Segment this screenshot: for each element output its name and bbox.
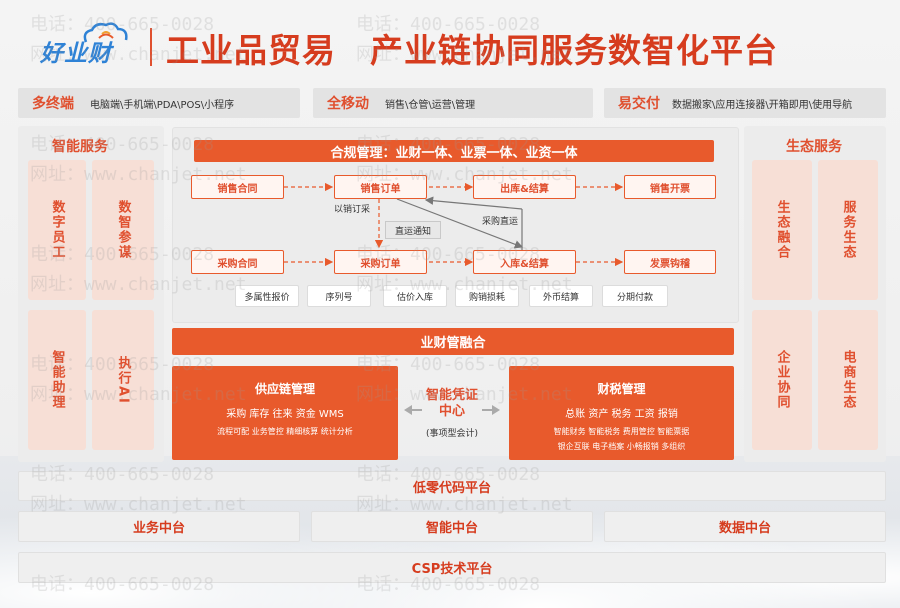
- page-title: 工业品贸易 产业链协同服务数智化平台: [166, 31, 778, 70]
- node-inbound-settlement: 入库&结算: [473, 250, 576, 274]
- top-box-desc: 数据搬家\应用连接器\开箱即用\使用导航: [672, 99, 853, 111]
- feature-tag: 多属性报价: [235, 285, 299, 307]
- node-purchase-order: 采购订单: [334, 250, 427, 274]
- logo-divider: [150, 28, 152, 66]
- right-box-label: 企业协同: [774, 350, 790, 410]
- right-box-eco-fusion: 生态融合: [752, 160, 812, 300]
- right-panel-title: 生态服务: [786, 139, 842, 155]
- left-box-label: 数字员工: [49, 200, 65, 260]
- top-box-title: 全移动: [327, 96, 369, 112]
- left-panel-title: 智能服务: [52, 139, 108, 155]
- feature-tag: 购销损耗: [455, 285, 519, 307]
- intelligent-middle-platform: 智能中台: [311, 511, 593, 542]
- feature-tag: 序列号: [307, 285, 371, 307]
- right-box-ecommerce-eco: 电商生态: [818, 310, 878, 450]
- logo: 好业财: [40, 41, 112, 67]
- top-box-title: 易交付: [618, 96, 660, 112]
- low-code-platform: 低零代码平台: [18, 471, 886, 501]
- supply-chain-box: 供应链管理 采购 库存 往来 资金 WMS 流程可配 业务管控 精细核算 统计分…: [172, 366, 398, 460]
- left-box-label: 数智参谋: [115, 200, 131, 260]
- feature-tag: 外币结算: [529, 285, 593, 307]
- right-box-label: 生态融合: [774, 200, 790, 260]
- supply-chain-title: 供应链管理: [254, 382, 315, 396]
- node-sales-invoice: 销售开票: [624, 175, 716, 199]
- data-middle-platform: 数据中台: [604, 511, 886, 542]
- feature-tag: 分期付款: [602, 285, 668, 307]
- supply-chain-line2: 流程可配 业务管控 精细核算 统计分析: [217, 427, 353, 436]
- top-box-delivery: 易交付 数据搬家\应用连接器\开箱即用\使用导航: [604, 88, 886, 118]
- top-box-multi-terminal: 多终端 电脑端\手机端\PDA\POS\小程序: [18, 88, 300, 118]
- left-box-label: 执行AI: [115, 355, 131, 405]
- left-box-smart-assistant: 智能助理: [28, 310, 86, 450]
- left-box-smart-advisor: 数智参谋: [92, 160, 154, 300]
- csp-tech-platform: CSP技术平台: [18, 552, 886, 583]
- feature-tag: 估价入库: [383, 285, 447, 307]
- label-direct-purchase: 采购直运: [482, 217, 519, 227]
- node-invoice-matching: 发票钩稽: [624, 250, 716, 274]
- finance-title: 财税管理: [597, 382, 646, 396]
- top-box-desc: 电脑端\手机端\PDA\POS\小程序: [90, 99, 235, 111]
- label-direct-notice: 直运通知: [385, 221, 441, 239]
- node-sales-contract: 销售合同: [191, 175, 284, 199]
- label-sales-to-purchase: 以销订采: [334, 205, 371, 215]
- top-box-title: 多终端: [32, 96, 74, 112]
- voucher-center-title: 智能凭证中心: [425, 388, 478, 419]
- right-box-service-eco: 服务生态: [818, 160, 878, 300]
- node-outbound-settlement: 出库&结算: [473, 175, 576, 199]
- left-box-label: 智能助理: [49, 350, 65, 410]
- finance-line2: 智能财务 智能税务 费用管控 智能票据: [553, 427, 690, 436]
- finance-tax-box: 财税管理 总账 资产 税务 工资 报销 智能财务 智能税务 费用管控 智能票据 …: [509, 366, 734, 460]
- node-sales-order: 销售订单: [334, 175, 427, 199]
- top-box-mobile: 全移动 销售\仓管\运营\管理: [313, 88, 593, 118]
- left-box-execution-ai: 执行AI: [92, 310, 154, 450]
- supply-chain-line1: 采购 库存 往来 资金 WMS: [226, 409, 344, 420]
- finance-line3: 银企互联 电子档案 小畅报销 多组织: [557, 442, 686, 451]
- bidirectional-arrow-icon: [404, 405, 500, 415]
- right-box-enterprise-collab: 企业协同: [752, 310, 812, 450]
- left-box-digital-employee: 数字员工: [28, 160, 86, 300]
- finance-line1: 总账 资产 税务 工资 报销: [565, 409, 678, 420]
- fusion-bar: 业财管融合: [172, 328, 734, 355]
- right-box-label: 电商生态: [840, 350, 856, 410]
- business-middle-platform: 业务中台: [18, 511, 300, 542]
- voucher-center-sub: (事项型会计): [425, 429, 479, 439]
- right-box-label: 服务生态: [840, 200, 856, 260]
- logo-cloud-icon: [83, 22, 128, 43]
- top-box-desc: 销售\仓管\运营\管理: [385, 99, 476, 111]
- compliance-bar: 合规管理：业财一体、业票一体、业资一体: [194, 140, 714, 162]
- node-purchase-contract: 采购合同: [191, 250, 284, 274]
